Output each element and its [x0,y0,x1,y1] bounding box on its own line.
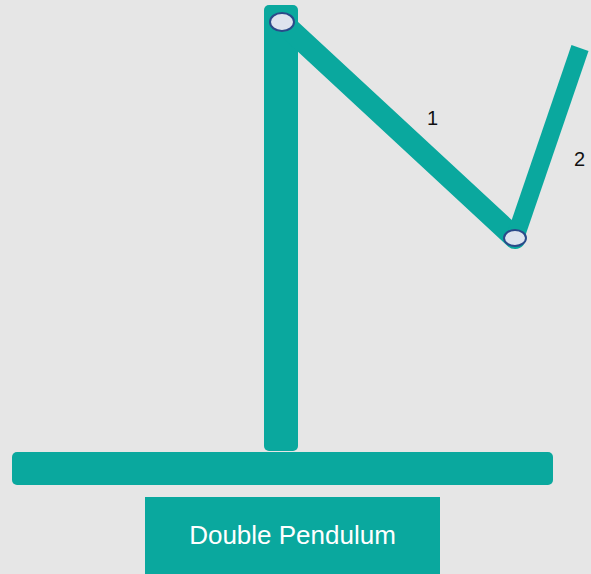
pendulum-arm-1 [282,22,515,238]
title-text: Double Pendulum [189,520,396,551]
pivot-joint [270,13,294,31]
pendulum-arm-2 [515,48,580,238]
stand-base [12,452,553,485]
arm-number: 2 [574,149,585,169]
title-box: Double Pendulum [145,497,440,574]
stand-post [264,5,298,451]
pivot-joint [504,230,526,246]
arm-number: 1 [427,108,438,128]
